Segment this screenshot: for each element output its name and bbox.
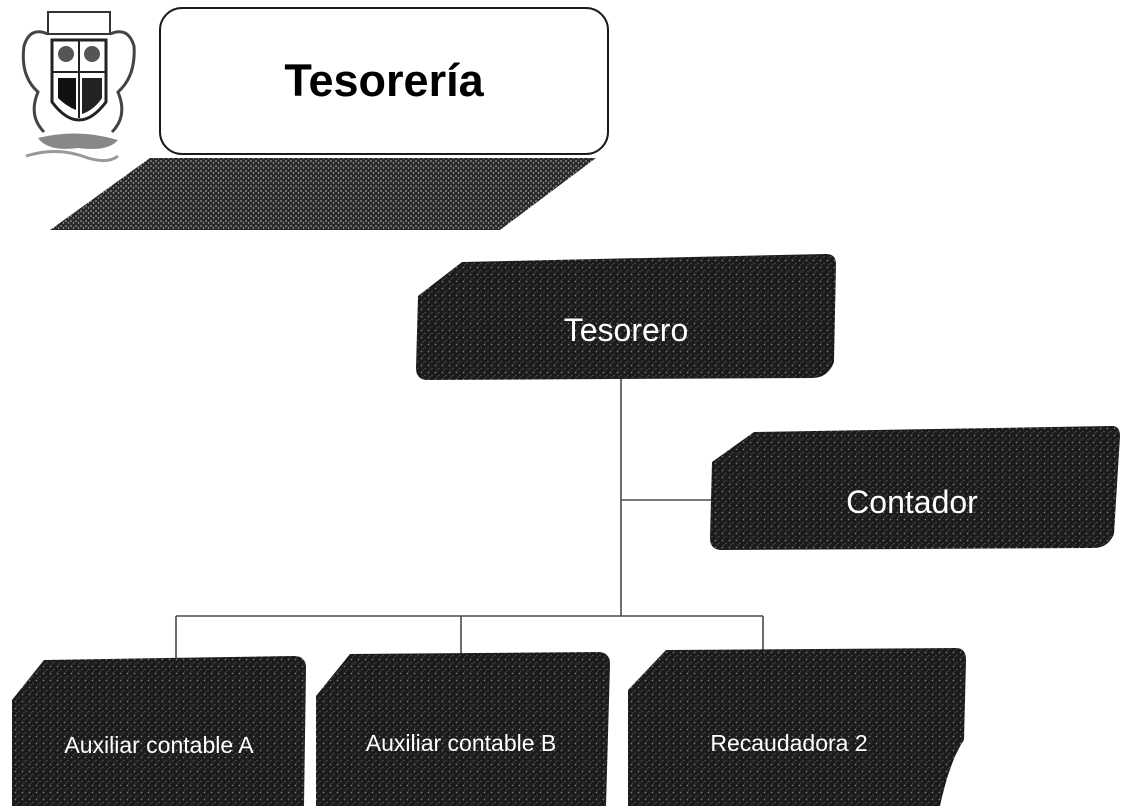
title-banner-base [50, 158, 596, 230]
node-label-auxiliar-b: Auxiliar contable B [365, 730, 557, 756]
page-title: Tesorería [284, 55, 484, 106]
node-label-auxiliar-a: Auxiliar contable A [64, 732, 254, 758]
node-box-tesorero [416, 254, 836, 380]
connector-lines [175, 378, 764, 660]
node-label-tesorero: Tesorero [563, 312, 689, 348]
title-box [159, 7, 609, 155]
coat-of-arms-icon [21, 11, 136, 163]
node-label-recaudadora: Recaudadora 2 [710, 730, 868, 756]
node-box-auxiliar-b [316, 652, 610, 806]
node-box-auxiliar-a [12, 656, 306, 806]
node-label-contador: Contador [846, 484, 978, 520]
node-box-recaudadora [628, 648, 966, 806]
node-box-contador [710, 426, 1120, 550]
